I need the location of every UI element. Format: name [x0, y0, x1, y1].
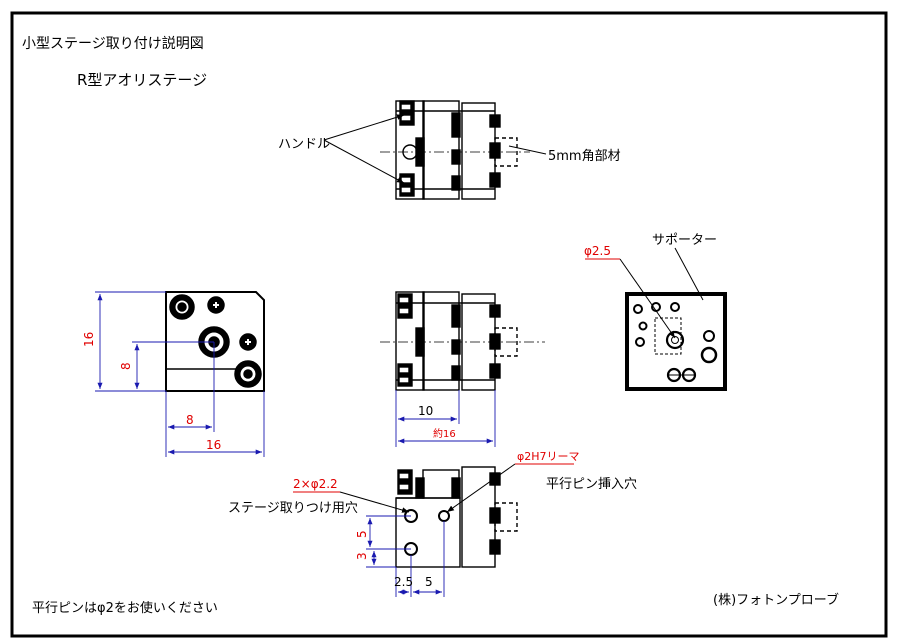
dim-front-height: 16: [82, 332, 96, 347]
drawing-title: 小型ステージ取り付け説明図: [22, 36, 204, 52]
side-view: [380, 291, 545, 391]
side-dimensions: [395, 390, 496, 447]
dim-supporter-hole: φ2.5: [584, 244, 611, 258]
pin-fit-pointer: [446, 463, 516, 513]
dim-mount-holes: 2×φ2.2: [293, 477, 338, 491]
dim-side-depth: 10: [418, 404, 433, 418]
supporter-view: [625, 292, 727, 391]
supporter-leader: [674, 247, 704, 301]
dim-front-mid-height: 8: [119, 362, 133, 370]
bottom-dimensions: [366, 515, 445, 597]
front-dimensions: [95, 291, 265, 457]
handle-label: ハンドル: [278, 137, 330, 152]
dim-hole-v2: 3: [355, 552, 369, 560]
company-name: (株)フォトンプローブ: [713, 592, 839, 608]
front-view: [165, 291, 265, 392]
dim-front-width: 16: [206, 438, 221, 452]
dim-pin-fit: φ2H7リーマ: [517, 450, 580, 463]
rod-label: 5mm角部材: [548, 149, 621, 164]
footer-note: 平行ピンはφ2をお使いください: [32, 600, 218, 616]
mount-hole-pointer: [339, 491, 410, 513]
bottom-view: [395, 466, 518, 568]
rod-leader: [508, 145, 547, 155]
dim-side-total: 約16: [433, 427, 456, 440]
dim-front-half-width: 8: [186, 413, 194, 427]
dim-hole-h2: 5: [425, 575, 433, 589]
supporter-label: サポーター: [652, 233, 717, 248]
dim-hole-v1: 5: [355, 530, 369, 538]
drawing-frame: [10, 11, 888, 638]
drawing-subtitle: R型アオリステージ: [77, 71, 207, 89]
mount-hole-label: ステージ取りつけ用穴: [228, 501, 358, 516]
dim-hole-h1: 2.5: [394, 575, 413, 589]
pin-hole-label: 平行ピン挿入穴: [546, 477, 637, 492]
handle-callout: [323, 114, 405, 184]
supporter-hole-pointer: [619, 258, 676, 339]
